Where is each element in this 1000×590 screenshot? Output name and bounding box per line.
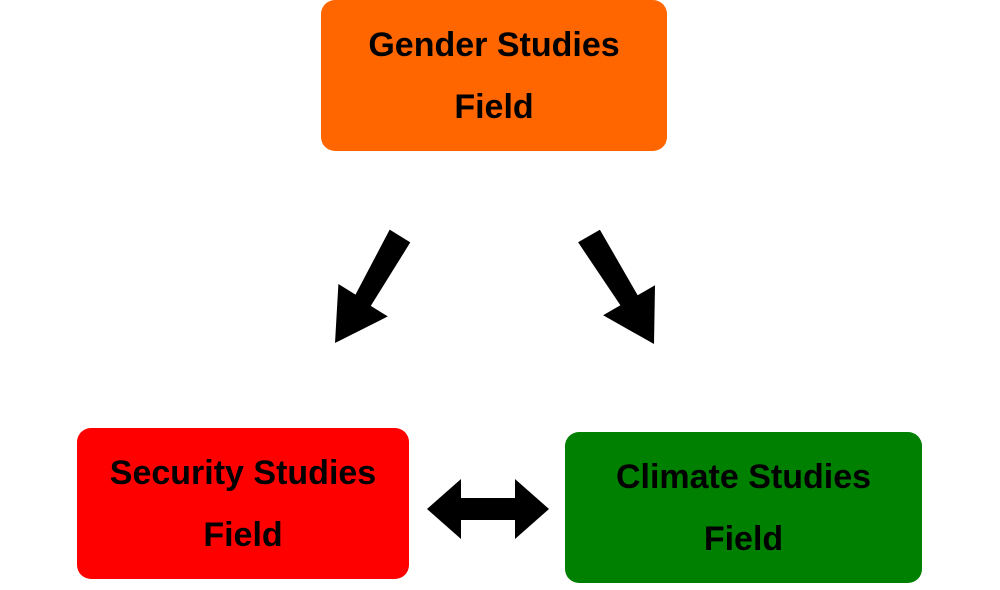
climate-studies-label-line1: Climate Studies (615, 457, 872, 496)
gender-studies-node: Gender Studies Field (321, 0, 667, 151)
climate-studies-label-line2: Field (703, 519, 784, 558)
security-studies-label-line1: Security Studies (109, 453, 377, 492)
security-studies-node: Security Studies Field (77, 428, 409, 579)
gender-studies-label-line1: Gender Studies (368, 25, 620, 64)
gender-studies-label-line2: Field (454, 87, 534, 126)
arrow-security-climate-bidirectional (427, 479, 549, 539)
security-studies-label-line2: Field (203, 515, 283, 554)
climate-studies-node: Climate Studies Field (565, 432, 922, 583)
arrow-gender-to-security (335, 229, 411, 343)
arrow-gender-to-climate (578, 229, 655, 344)
